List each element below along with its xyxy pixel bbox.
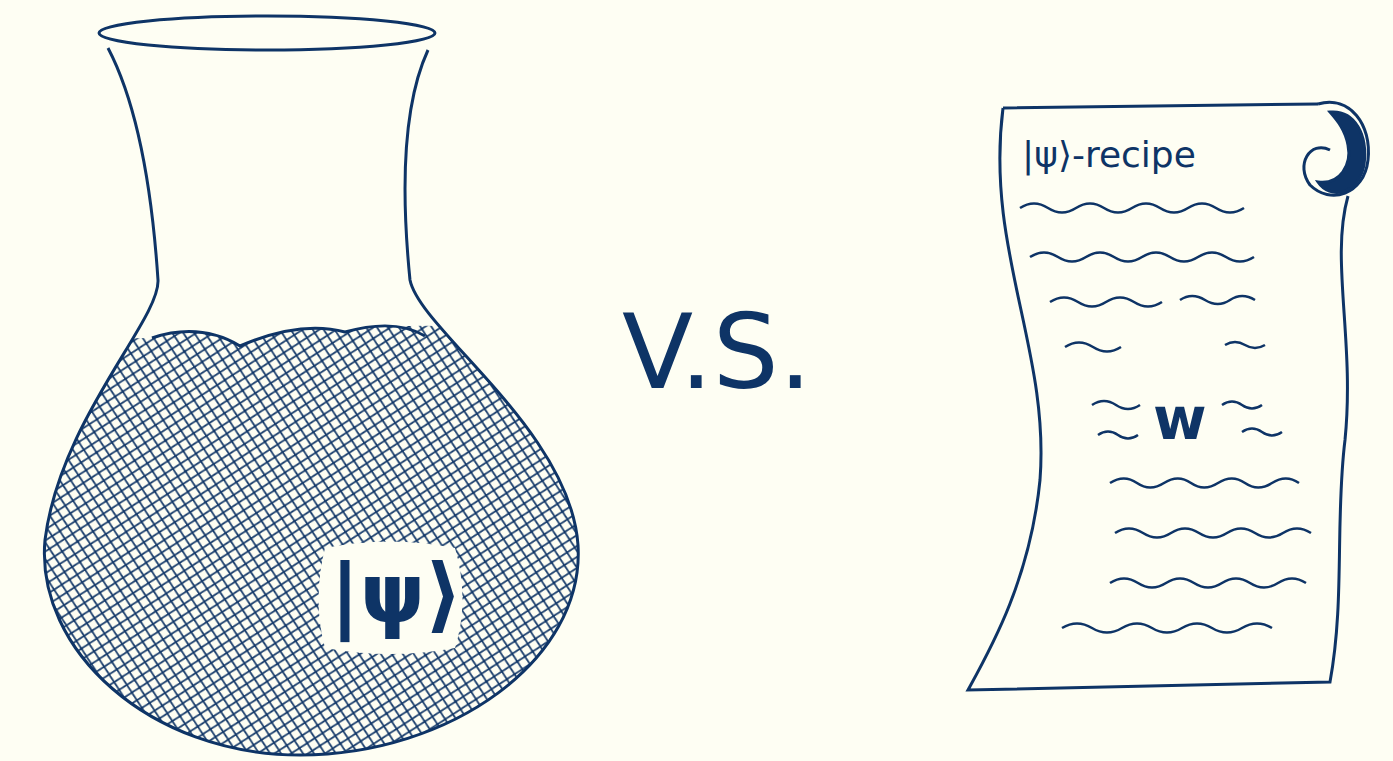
liquid-surface (152, 326, 425, 346)
scroll-node: |ψ⟩-recipe w (960, 95, 1380, 700)
scroll-outline (968, 104, 1348, 690)
text-line (1110, 579, 1306, 588)
text-line (1020, 204, 1244, 213)
flask-node: |ψ⟩ (30, 5, 600, 760)
recipe-lines (1020, 204, 1311, 633)
text-line (1050, 296, 1255, 307)
label-clearing (319, 542, 463, 655)
scroll-roll-shade (1318, 112, 1365, 193)
ket-label: |ψ⟩ (330, 553, 463, 635)
text-line (1115, 529, 1311, 538)
recipe-title: |ψ⟩-recipe (1022, 137, 1196, 173)
scroll-illustration (968, 102, 1368, 690)
text-line (1062, 624, 1272, 633)
versus-label: V.S. (622, 300, 812, 404)
flask-illustration (0, 16, 600, 761)
text-line (1110, 479, 1299, 488)
flask-outline (44, 48, 578, 755)
text-line (1065, 342, 1265, 352)
recipe-symbol: w (1153, 390, 1207, 448)
flask-rim (99, 16, 435, 50)
scroll-roll (1304, 102, 1369, 195)
text-line (1030, 253, 1254, 262)
liquid-hatching (0, 326, 600, 761)
